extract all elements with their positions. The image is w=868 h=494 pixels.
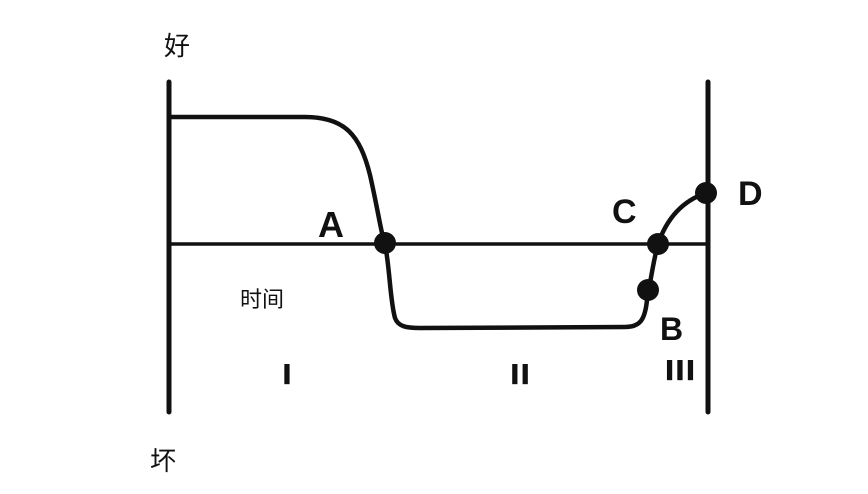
stage-3-label: III bbox=[664, 354, 695, 387]
point-b-marker bbox=[637, 279, 659, 301]
point-d-marker bbox=[695, 182, 717, 204]
point-a-label: A bbox=[318, 204, 344, 245]
point-c-marker bbox=[647, 233, 669, 255]
point-b-label: B bbox=[660, 311, 683, 347]
point-a-marker bbox=[374, 232, 396, 254]
bottom-axis-label: 坏 bbox=[150, 447, 176, 477]
point-d-label: D bbox=[738, 175, 763, 213]
stage-1-label: I bbox=[282, 358, 292, 391]
point-c-label: C bbox=[612, 193, 637, 231]
time-label: 时间 bbox=[240, 288, 284, 313]
top-axis-label: 好 bbox=[164, 32, 190, 62]
stage-2-label: II bbox=[510, 358, 531, 391]
